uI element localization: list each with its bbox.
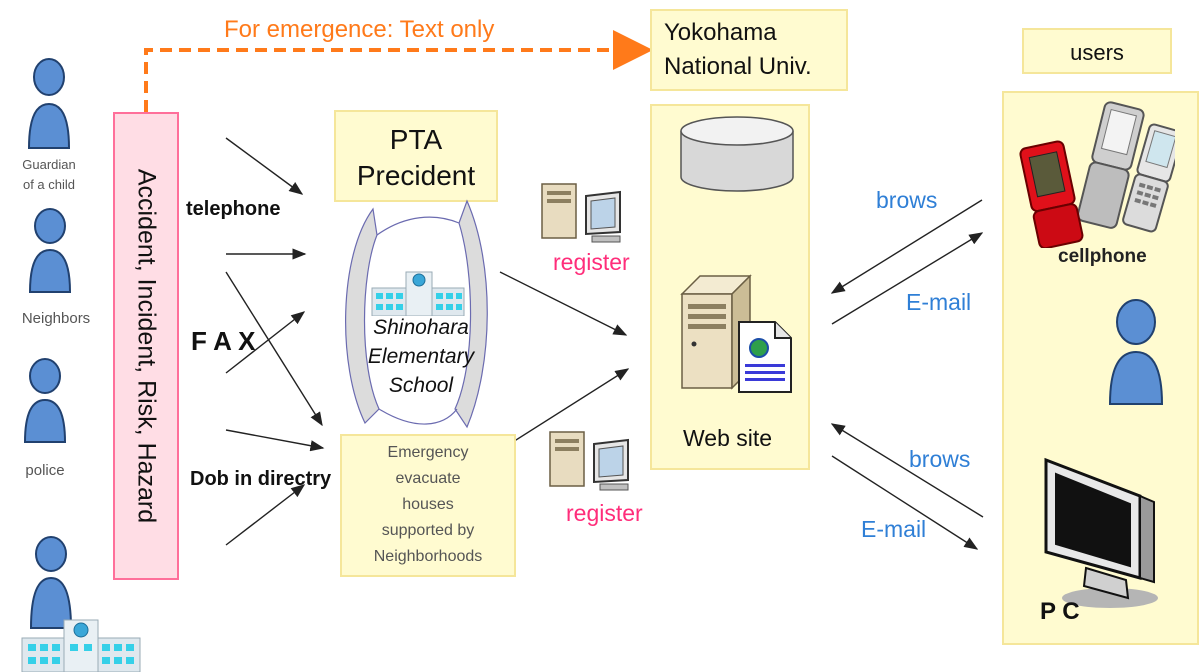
arrow-brows-bottom xyxy=(830,423,984,518)
emergency-label: For emergence: Text only xyxy=(224,16,495,43)
users-label-box: users xyxy=(1022,28,1172,74)
arrow-telephone-a xyxy=(225,137,304,195)
computer-icon xyxy=(549,431,629,491)
school-line1: Shinohara xyxy=(373,316,469,339)
database-icon xyxy=(680,116,794,192)
arrow-email-bottom xyxy=(831,455,979,550)
pta-line2: Precident xyxy=(356,160,476,191)
monitor-icon xyxy=(1044,457,1158,608)
brows-bottom-label: brows xyxy=(909,446,971,472)
school-line2: Elementary xyxy=(367,345,475,368)
arrow-email-top xyxy=(831,232,984,325)
emergency-arrow xyxy=(144,30,653,112)
brows-top-label: brows xyxy=(876,187,938,213)
computer-icon xyxy=(541,183,621,243)
accident-banner: Accident, Incident, Risk, Hazard xyxy=(113,112,179,580)
person-icon xyxy=(27,58,71,149)
document-icon xyxy=(738,321,792,393)
email-top-label: E-mail xyxy=(906,289,972,315)
evacuate-line4: supported by xyxy=(381,522,475,539)
website-label: Web site xyxy=(683,425,773,451)
police-label: police xyxy=(25,462,65,479)
arrow-register-bottom xyxy=(496,368,630,453)
evacuate-line1: Emergency xyxy=(387,444,469,461)
arrow-brows-top xyxy=(830,199,983,294)
cycle-arrows xyxy=(345,199,488,429)
pta-line1: PTA xyxy=(389,124,443,155)
cellphone-label: cellphone xyxy=(1058,246,1147,267)
person-icon xyxy=(28,208,72,293)
yokohama-box: Yokohama National Univ. xyxy=(650,9,848,91)
pta-box: PTA Precident xyxy=(334,110,498,202)
register-bottom-label: register xyxy=(566,500,643,526)
arrow-dob-b xyxy=(225,484,306,546)
yokohama-line2: National Univ. xyxy=(664,53,812,80)
evacuate-line2: evacuate xyxy=(395,470,461,487)
arrow-dob-a xyxy=(225,429,325,452)
register-top-label: register xyxy=(553,249,630,275)
telephone-label: telephone xyxy=(186,198,281,220)
evacuate-line5: Neighborhoods xyxy=(373,548,483,565)
guardian-label-2: of a child xyxy=(22,177,76,192)
evacuate-line3: houses xyxy=(402,496,454,513)
dob-label: Dob in directry xyxy=(190,468,332,490)
users-label: users xyxy=(1070,40,1124,65)
accident-banner-text: Accident, Incident, Risk, Hazard xyxy=(132,168,161,524)
school-line3: School xyxy=(388,374,454,397)
pc-label: P C xyxy=(1040,598,1080,625)
neighbors-label: Neighbors xyxy=(21,310,91,327)
guardian-label-1: Guardian xyxy=(22,157,76,172)
arrow-fax-b xyxy=(225,271,323,427)
email-bottom-label: E-mail xyxy=(861,516,927,542)
arrow-register-top xyxy=(499,271,628,336)
school-building-icon xyxy=(21,619,141,672)
evacuate-box: Emergency evacuate houses supported by N… xyxy=(340,434,516,577)
arrow-fax-a xyxy=(225,311,306,374)
person-icon xyxy=(23,358,67,443)
fax-label: F A X xyxy=(191,326,256,356)
cellphone-icon xyxy=(1019,101,1175,248)
school-building-icon xyxy=(371,271,465,316)
person-icon xyxy=(29,536,73,629)
yokohama-line1: Yokohama xyxy=(664,19,777,46)
person-icon xyxy=(1108,299,1164,405)
